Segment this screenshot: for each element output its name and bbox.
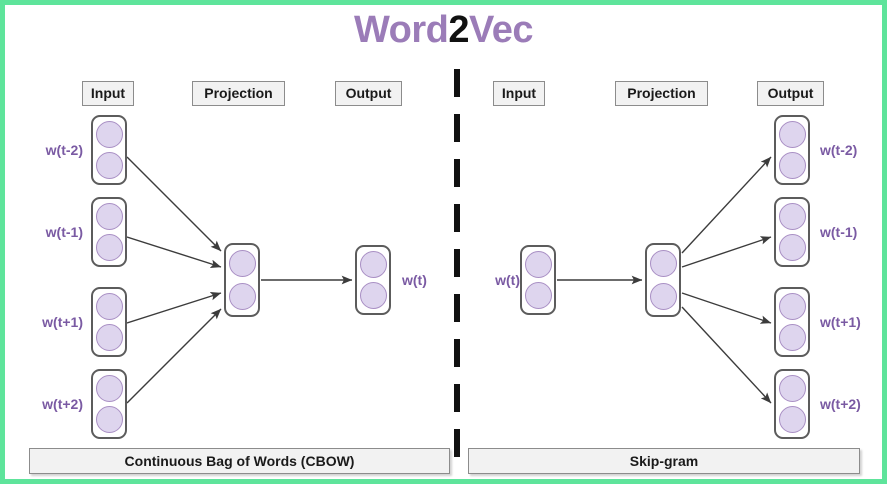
- title-digit: 2: [448, 9, 469, 51]
- neuron-circle: [778, 293, 806, 320]
- neuron-circle: [649, 250, 677, 278]
- neuron-circle: [524, 251, 552, 278]
- neuron-circle: [778, 152, 806, 179]
- neuron-circle: [778, 121, 806, 148]
- skipgram-header-output: Output: [757, 81, 824, 106]
- neuron-circle: [95, 293, 123, 320]
- skipgram-output-label-2: w(t-1): [820, 224, 858, 240]
- neuron-circle: [359, 282, 387, 309]
- neuron-circle: [95, 152, 123, 179]
- neuron-circle: [778, 324, 806, 351]
- skipgram-output-box-4[interactable]: [774, 369, 810, 439]
- cbow-input-label-4: w(t+2): [42, 396, 83, 412]
- neuron-circle: [95, 406, 123, 433]
- page-title: Word2Vec: [5, 7, 882, 53]
- skipgram-caption: Skip-gram: [468, 448, 860, 474]
- neuron-circle: [778, 375, 806, 402]
- skipgram-header-input: Input: [493, 81, 545, 106]
- skipgram-input-box[interactable]: [520, 245, 556, 315]
- neuron-circle: [228, 282, 256, 310]
- neuron-circle: [524, 282, 552, 309]
- panel-divider: [454, 69, 460, 469]
- neuron-circle: [359, 251, 387, 278]
- skipgram-output-arrows: [681, 156, 772, 404]
- arrow-layer: [126, 156, 772, 404]
- neuron-circle: [95, 324, 123, 351]
- cbow-output-box[interactable]: [355, 245, 391, 315]
- cbow-header-input: Input: [82, 81, 134, 106]
- skipgram-output-box-1[interactable]: [774, 115, 810, 185]
- skipgram-output-box-3[interactable]: [774, 287, 810, 357]
- neuron-circle: [95, 121, 123, 148]
- cbow-output-label: w(t): [402, 272, 427, 288]
- cbow-input-box-1[interactable]: [91, 115, 127, 185]
- cbow-input-box-2[interactable]: [91, 197, 127, 267]
- skipgram-output-box-2[interactable]: [774, 197, 810, 267]
- cbow-projection-box[interactable]: [224, 243, 260, 317]
- skipgram-output-label-1: w(t-2): [820, 142, 858, 158]
- cbow-input-label-3: w(t+1): [42, 314, 83, 330]
- cbow-header-output: Output: [335, 81, 402, 106]
- neuron-circle: [228, 250, 256, 278]
- title-suffix: Vec: [469, 9, 534, 51]
- cbow-input-label-2: w(t-1): [45, 224, 83, 240]
- skipgram-output-label-4: w(t+2): [820, 396, 861, 412]
- cbow-input-label-1: w(t-2): [45, 142, 83, 158]
- title-prefix: Word: [353, 9, 449, 51]
- neuron-circle: [95, 234, 123, 261]
- cbow-input-box-4[interactable]: [91, 369, 127, 439]
- cbow-input-box-3[interactable]: [91, 287, 127, 357]
- neuron-circle: [95, 203, 123, 230]
- skipgram-header-projection: Projection: [615, 81, 708, 106]
- neuron-circle: [649, 282, 677, 310]
- cbow-input-arrows: [126, 156, 222, 404]
- skipgram-projection-box[interactable]: [645, 243, 681, 317]
- skipgram-input-label: w(t): [495, 272, 520, 288]
- cbow-header-projection: Projection: [192, 81, 285, 106]
- skipgram-output-label-3: w(t+1): [820, 314, 861, 330]
- cbow-caption: Continuous Bag of Words (CBOW): [29, 448, 450, 474]
- neuron-circle: [778, 203, 806, 230]
- neuron-circle: [778, 406, 806, 433]
- neuron-circle: [778, 234, 806, 261]
- diagram-canvas: Word2Vec: [5, 5, 882, 479]
- neuron-circle: [95, 375, 123, 402]
